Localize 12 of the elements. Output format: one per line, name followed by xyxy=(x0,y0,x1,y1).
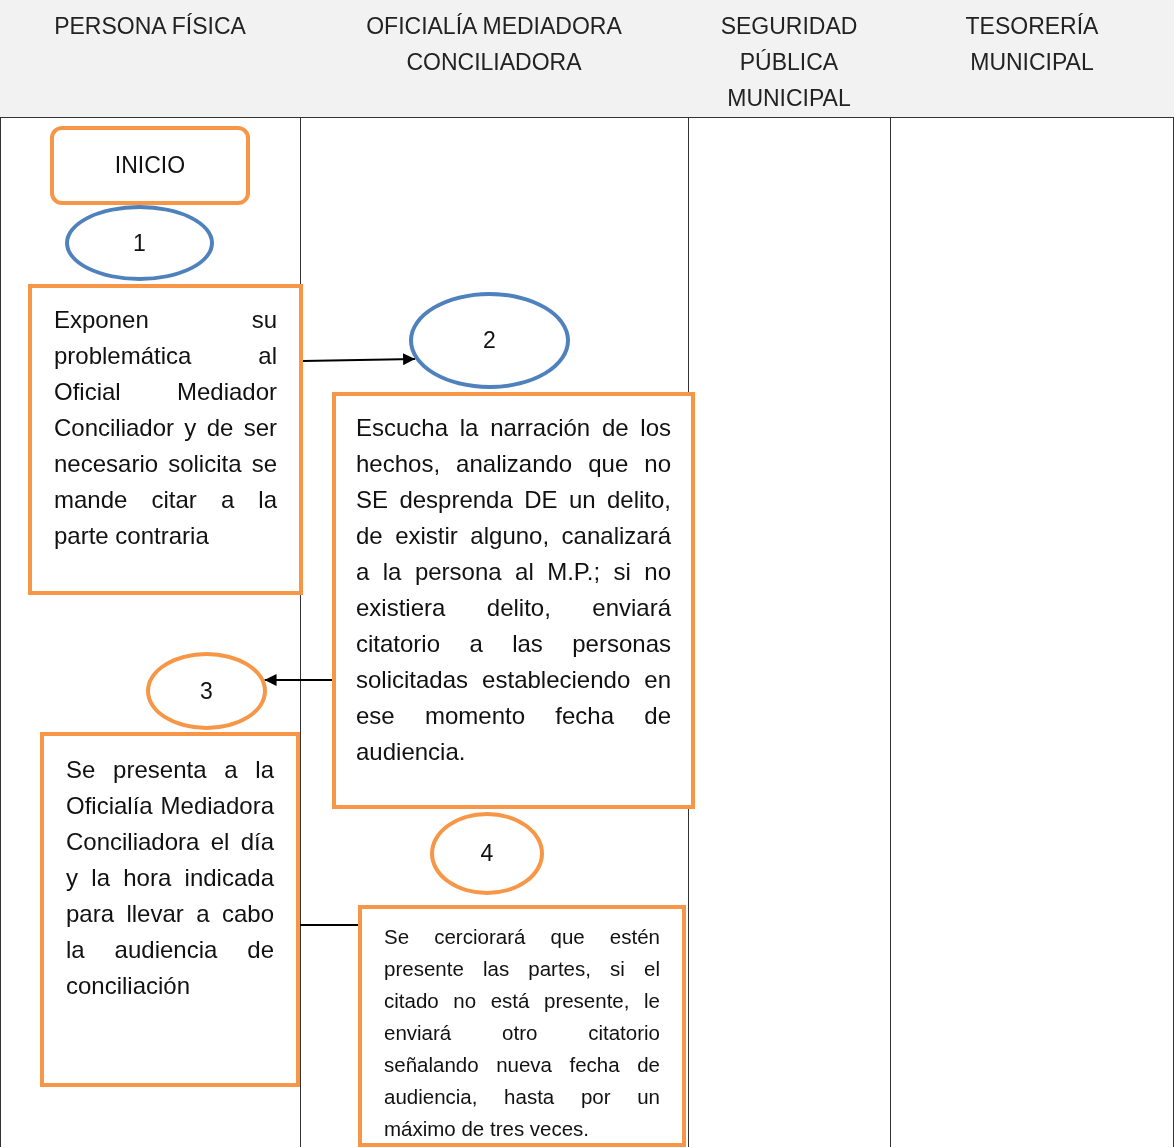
column-header: TESORERÍA MUNICIPAL xyxy=(890,0,1174,117)
process-box: Se cerciorará que estén presente las partes, si el citado no está presente, le enviará otro citatorio señalando nueva fecha de audiencia, hasta por un máximo de tres veces. xyxy=(358,905,686,1147)
column-header: OFICIALÍA MEDIADORA CONCILIADORA xyxy=(300,0,688,117)
start-box: INICIO xyxy=(50,126,250,205)
column-header: SEGURIDAD PÚBLICA MUNICIPAL xyxy=(688,0,890,117)
process-box: Exponen su problemática al Oficial Mediador Conciliador y de ser necesario solicita se mande citar a la parte contraria xyxy=(28,284,303,595)
process-box: Se presenta a la Oficialía Mediadora Conciliadora el día y la hora indicada para llevar a cabo la audiencia de conciliación xyxy=(40,732,300,1087)
arrow xyxy=(263,674,333,686)
arrow xyxy=(302,353,417,366)
step-number-circle: 4 xyxy=(430,812,544,895)
column-header: PERSONA FÍSICA xyxy=(0,0,300,117)
process-box: Escucha la narración de los hechos, analizando que no SE desprenda DE un delito, de existir alguno, canalizará a la persona al M.P.; si no existiera delito, enviará citatorio a las personas solicitadas estableciendo en ese momento fecha de audiencia. xyxy=(332,392,695,809)
